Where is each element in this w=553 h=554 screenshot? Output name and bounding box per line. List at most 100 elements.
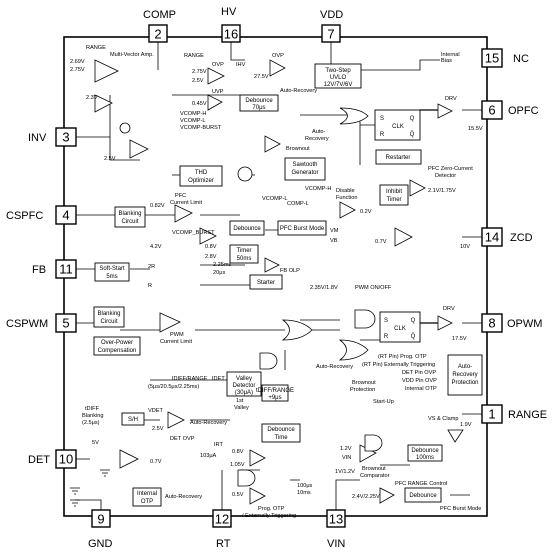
- v12-label: 1.2V: [340, 446, 352, 452]
- pfc-climit-line1: PFC: [175, 193, 186, 199]
- timer-line1: Timer: [236, 248, 251, 254]
- auto-recovery-3-label: Auto-Recovery: [316, 364, 353, 370]
- brownout-comp-line2: Comparator: [360, 473, 390, 479]
- sawtooth-generator-block: Sawtooth Generator: [284, 157, 326, 181]
- pin-cspwm-number: 5: [62, 316, 69, 331]
- softstart-line1: Soft-Start: [99, 266, 125, 272]
- pin-cspfc-number: 4: [62, 208, 69, 223]
- v23-label: 2.3V: [86, 95, 98, 101]
- ground-symbols: [70, 469, 110, 507]
- v103-label: 103μA: [200, 453, 217, 459]
- pwm-climit-line2: Current Limit: [160, 339, 192, 345]
- or-gate-1: [339, 107, 369, 125]
- arp-line1: Auto-: [458, 364, 472, 370]
- pwm-latch-qn: Q̄: [411, 333, 416, 340]
- pin-zcd: 14 ZCD: [481, 227, 533, 247]
- v105-label: 1.05V: [230, 462, 245, 468]
- pfc-zcd-line2: Detector: [435, 173, 456, 179]
- v07b-label: 0.7V: [150, 459, 162, 465]
- pin-cspfc: 4 CSPFC: [6, 205, 77, 225]
- debounce-100-line2: 100ms: [416, 455, 434, 461]
- pfc-blank-line2: Circuit: [121, 219, 138, 225]
- tdiff-range-block: tDIFF/RANGE +9μs: [256, 384, 294, 402]
- debounce-time-block: Debounce Time: [261, 423, 301, 443]
- pwm-latch-q: Q: [411, 318, 416, 324]
- multiplier-node: [119, 122, 131, 134]
- softstart-block: Soft-Start 5ms: [94, 262, 130, 282]
- burst-comparator: [199, 227, 217, 245]
- multi-vector-label: Multi-Vector Amp.: [110, 52, 154, 58]
- vcomp-l2-label: VCOMP-L: [262, 196, 288, 202]
- sh-label: S/H: [128, 417, 138, 423]
- v5v-label: 5V: [92, 440, 99, 446]
- pfc-zcd-line1: PFC Zero-Current: [428, 166, 473, 172]
- pwm-blank-line1: Blanking: [97, 311, 120, 317]
- pin-opwm-number: 8: [488, 316, 495, 331]
- ovp-comparator: [207, 67, 225, 85]
- pfc-latch-clk: CLK: [392, 124, 404, 130]
- logic-gates: [119, 107, 383, 487]
- otp-list-1: (RT Pin) Externally Triggering: [362, 362, 435, 368]
- pin-rt-name: RT: [216, 538, 231, 550]
- uvp-comparator: [207, 94, 223, 111]
- labels: RANGE Multi-Vector Amp. 2.69V 2.75V 2.3V…: [70, 45, 483, 519]
- pwm-on-off-label: PWM ON/OFF: [355, 285, 392, 291]
- valley-line1: Valley: [236, 376, 252, 382]
- pin-comp: 2 COMP: [143, 9, 176, 43]
- pfc-debounce-block: Debounce: [229, 220, 265, 236]
- v21-175-label: 2.1V/1.75V: [428, 188, 456, 194]
- uvlo-block: Two-Step UVLO 12V/7V/6V: [314, 63, 362, 89]
- v082-label: 0.82V: [150, 203, 165, 209]
- thd-optimizer-block: THD Optimizer: [179, 165, 223, 187]
- pin-rt-number: 12: [215, 512, 229, 527]
- pin-vdd-name: VDD: [320, 9, 343, 21]
- inhibit-timer-block: Inhibit Timer: [379, 184, 409, 206]
- internal-bias-line1: Internal: [441, 52, 460, 58]
- tdiff-line2: +9μs: [268, 395, 281, 401]
- pin-inv-number: 3: [62, 130, 69, 145]
- prog-otp-line1: Prog. OTP: [258, 506, 285, 512]
- internal-otp-block: Internal OTP: [132, 487, 162, 507]
- v25c-label: 2.5V: [152, 426, 164, 432]
- pin-range: 1 RANGE: [481, 404, 547, 424]
- range-top-label: RANGE: [86, 45, 106, 51]
- pfc-latch-r: R: [380, 132, 385, 138]
- pin-hv-number: 16: [224, 27, 238, 42]
- v42-label: 4.2V: [150, 244, 162, 250]
- ihv-label: IHV: [236, 62, 246, 68]
- auto-recovery-protection-block: Auto- Recovery Protection: [447, 354, 483, 396]
- debounce-time-line1: Debounce: [267, 427, 295, 433]
- v25a-label: 2.5V: [104, 156, 116, 162]
- pin-vdd-number: 7: [327, 27, 334, 42]
- or-gate-2: [281, 319, 313, 341]
- pin-inv: 3 INV: [28, 127, 77, 147]
- uvp-label: UVP: [212, 89, 224, 95]
- range-comparator: [379, 487, 395, 504]
- auto-recovery-1-label: Auto-Recovery: [280, 88, 317, 94]
- v275b-label: 2.75V: [192, 69, 207, 75]
- pfc-latch-qn: Q̄: [410, 131, 415, 138]
- vsense-label: IDIFF/RANGE: [172, 376, 208, 382]
- and-gate-2: [259, 352, 278, 370]
- pin-vin-number: 13: [329, 512, 343, 527]
- idet-label: IDET: [212, 376, 225, 382]
- v10ms-label: 10ms: [297, 490, 311, 496]
- restarter-block: Restarter: [375, 149, 422, 165]
- pin-cspwm: 5 CSPWM: [6, 313, 77, 333]
- pfc-sr-latch: S R Q Q̄ CLK: [374, 109, 421, 141]
- disable-fn-line1: Disable: [336, 188, 355, 194]
- internal-bias-line2: Bias: [441, 58, 452, 64]
- brownout-comp-line1: Brownout: [362, 466, 386, 472]
- otp-list-2: DET Pin OVP: [402, 370, 436, 376]
- vm-label: VM: [330, 228, 339, 234]
- det-amp: [119, 449, 139, 469]
- pin-hv-name: HV: [221, 6, 237, 18]
- r-label: R: [148, 283, 152, 289]
- inhibit-line2: Timer: [386, 197, 401, 203]
- pfc-latch-s: S: [380, 116, 384, 122]
- vdet-label: VDET: [148, 408, 164, 414]
- v045-label: 0.45V: [192, 101, 207, 107]
- pwm-climit-comparator: [159, 312, 181, 333]
- pin-zcd-number: 14: [485, 230, 499, 245]
